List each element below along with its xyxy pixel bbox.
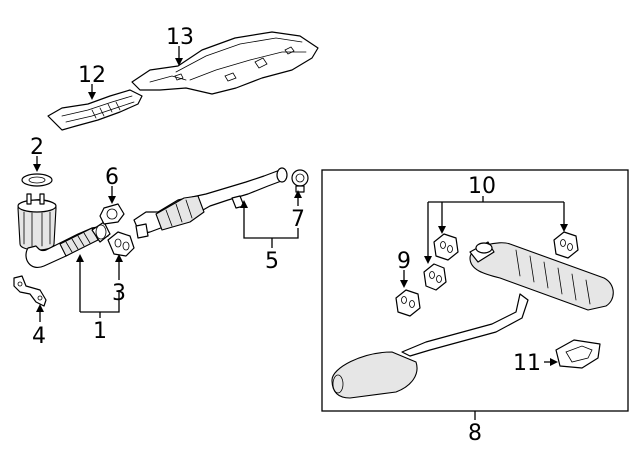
callout-8: 8 [468, 421, 482, 446]
hanger-insulator-10c[interactable] [553, 231, 579, 259]
callout-6: 6 [105, 165, 119, 190]
callout-9: 9 [397, 249, 411, 274]
callout-1: 1 [93, 319, 107, 344]
callout-13: 13 [166, 25, 194, 50]
catalytic-converter[interactable] [17, 193, 57, 251]
hanger-insulator-10b[interactable] [433, 233, 459, 261]
intermediate-pipe[interactable] [133, 167, 288, 239]
leader-lines [33, 46, 568, 420]
exhaust-clamp[interactable] [291, 169, 309, 193]
hanger-insulator-front[interactable] [107, 231, 135, 257]
callout-12: 12 [78, 63, 106, 88]
pipe-bracket[interactable] [13, 275, 47, 307]
tailpipe-shield[interactable] [555, 339, 601, 369]
callout-3: 3 [112, 281, 126, 306]
hanger-insulator-10a[interactable] [423, 263, 447, 291]
callout-11: 11 [513, 351, 541, 376]
callout-4: 4 [32, 324, 46, 349]
flange-gasket[interactable] [99, 203, 125, 225]
callout-10: 10 [468, 174, 496, 199]
hanger-insulator-9[interactable] [395, 289, 421, 317]
heat-shield-front[interactable] [47, 89, 143, 131]
callout-7: 7 [291, 207, 305, 232]
gasket-ring[interactable] [21, 173, 53, 187]
callout-5: 5 [265, 249, 279, 274]
muffler-assembly[interactable] [331, 241, 614, 399]
front-exhaust-pipe[interactable] [25, 221, 111, 268]
callout-2: 2 [30, 135, 44, 160]
heat-shield-rear[interactable] [131, 31, 319, 95]
